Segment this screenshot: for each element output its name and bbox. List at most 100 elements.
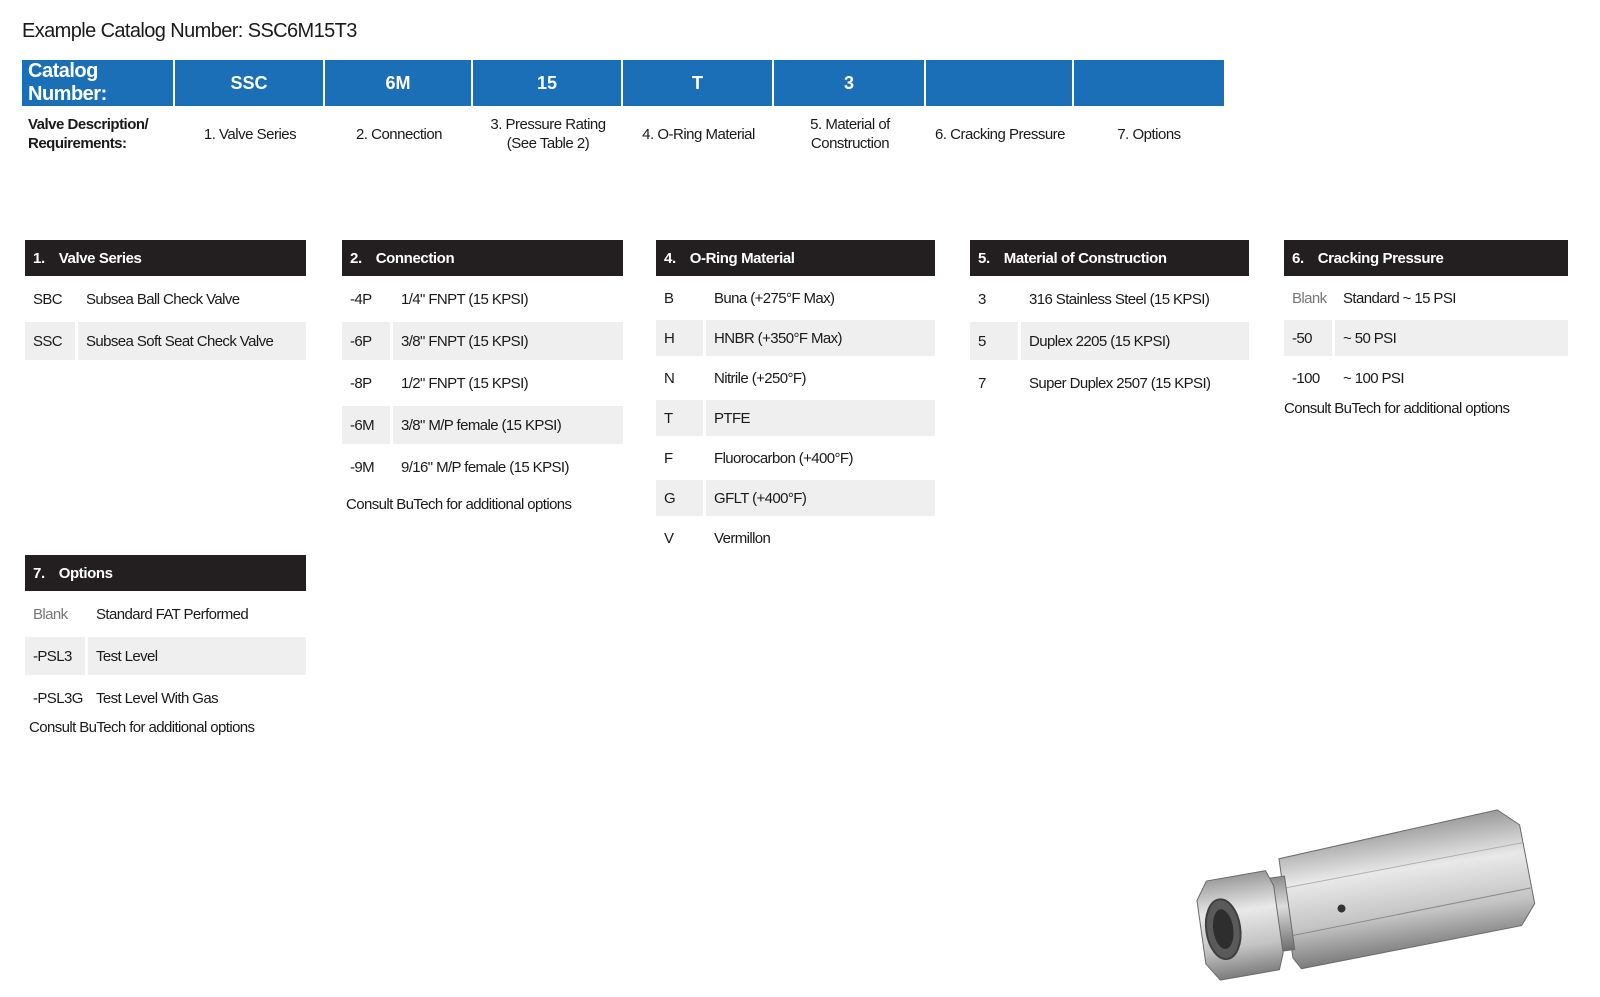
option-code: -4P [350, 290, 372, 308]
table-row: G GFLT (+400°F) [656, 480, 935, 516]
check-valve-product-image [1190, 805, 1570, 990]
option-description: Nitrile (+250°F) [714, 369, 806, 387]
table-row: 5 Duplex 2205 (15 KPSI) [970, 322, 1249, 360]
table-row: N Nitrile (+250°F) [656, 360, 935, 396]
table-row: -6P 3/8" FNPT (15 KPSI) [342, 322, 623, 360]
table-row: -8P 1/2" FNPT (15 KPSI) [342, 364, 623, 402]
option-code: T [656, 400, 703, 436]
table-row: 7 Super Duplex 2507 (15 KPSI) [970, 364, 1249, 402]
option-description: Standard ~ 15 PSI [1343, 289, 1456, 307]
option-description: Fluorocarbon (+400°F) [714, 449, 853, 467]
option-code: Blank [33, 605, 68, 623]
material-table: 5. Material of Construction 3 316 Stainl… [970, 240, 1249, 402]
option-code: -8P [350, 374, 372, 392]
option-code: H [656, 320, 703, 356]
option-code: -6P [342, 322, 390, 360]
table-row: 3 316 Stainless Steel (15 KPSI) [970, 280, 1249, 318]
table-title: Cracking Pressure [1317, 249, 1444, 267]
table-header: 6. Cracking Pressure [1284, 240, 1568, 276]
option-description: HNBR (+350°F Max) [706, 320, 935, 356]
catalog-number-row: Catalog Number: SSC 6M 15 T 3 [22, 60, 1224, 106]
option-description: Subsea Ball Check Valve [86, 290, 240, 308]
catalog-cell-cracking [926, 60, 1074, 106]
table-header: 2. Connection [342, 240, 623, 276]
option-code: -6M [342, 406, 390, 444]
option-code: N [664, 369, 675, 387]
table-row: -9M 9/16" M/P female (15 KPSI) [342, 448, 623, 486]
table-header: 1. Valve Series [25, 240, 306, 276]
catalog-cell-oring: T [623, 60, 774, 106]
table-row: T PTFE [656, 400, 935, 436]
table-header: 5. Material of Construction [970, 240, 1249, 276]
option-description: 3/8" FNPT (15 KPSI) [393, 322, 623, 360]
cracking-pressure-table: 6. Cracking Pressure Blank Standard ~ 15… [1284, 240, 1568, 417]
description-material: 5. Material of Construction [810, 116, 890, 152]
table-row: -100 ~ 100 PSI [1284, 360, 1568, 396]
consult-note: Consult BuTech for additional options [1284, 400, 1510, 417]
table-row: Blank Standard FAT Performed [25, 595, 306, 633]
table-row: V Vermillon [656, 520, 935, 556]
option-code: -50 [1284, 320, 1332, 356]
oring-material-table: 4. O-Ring Material B Buna (+275°F Max) H… [656, 240, 935, 556]
option-code: F [664, 449, 673, 467]
option-description: 9/16" M/P female (15 KPSI) [401, 458, 569, 476]
table-number: 1. [33, 249, 45, 267]
description-cracking: 6. Cracking Pressure [934, 125, 1066, 143]
table-header: 7. Options [25, 555, 306, 591]
description-row: Valve Description/ Requirements: 1. Valv… [22, 113, 1224, 155]
table-row: B Buna (+275°F Max) [656, 280, 935, 316]
consult-note: Consult BuTech for additional options [29, 719, 255, 736]
table-row: -50 ~ 50 PSI [1284, 320, 1568, 356]
connection-table: 2. Connection -4P 1/4" FNPT (15 KPSI) -6… [342, 240, 623, 513]
option-code: SSC [25, 322, 75, 360]
valve-series-table: 1. Valve Series SBC Subsea Ball Check Va… [25, 240, 306, 360]
option-code: -PSL3G [33, 689, 83, 707]
table-title: Options [58, 564, 113, 582]
option-description: 1/4" FNPT (15 KPSI) [401, 290, 529, 308]
option-description: PTFE [706, 400, 935, 436]
table-row: Blank Standard ~ 15 PSI [1284, 280, 1568, 316]
example-catalog-title: Example Catalog Number: SSC6M15T3 [22, 20, 357, 42]
table-title: O-Ring Material [689, 249, 795, 267]
table-number: 2. [350, 249, 362, 267]
option-code: 5 [970, 322, 1018, 360]
option-description: 316 Stainless Steel (15 KPSI) [1029, 290, 1210, 308]
table-title: Material of Construction [1003, 249, 1167, 267]
option-code: V [664, 529, 674, 547]
description-connection: 2. Connection [355, 125, 443, 143]
table-header: 4. O-Ring Material [656, 240, 935, 276]
catalog-number-label: Catalog Number: [22, 60, 175, 106]
option-code: -9M [350, 458, 375, 476]
catalog-cell-options [1074, 60, 1224, 106]
option-description: Test Level [88, 637, 306, 675]
check-valve-illustration [1196, 809, 1536, 981]
catalog-cell-series: SSC [175, 60, 325, 106]
table-title: Valve Series [58, 249, 142, 267]
catalog-cell-material: 3 [774, 60, 926, 106]
description-label: Valve Description/ Requirements: [28, 116, 149, 152]
option-description: ~ 100 PSI [1343, 369, 1405, 387]
table-row: -PSL3 Test Level [25, 637, 306, 675]
consult-note: Consult BuTech for additional options [346, 496, 572, 513]
option-code: 3 [978, 290, 986, 308]
table-title: Connection [375, 249, 455, 267]
catalog-cell-pressure: 15 [473, 60, 623, 106]
description-oring: 4. O-Ring Material [642, 125, 755, 143]
option-description: GFLT (+400°F) [706, 480, 935, 516]
option-description: Super Duplex 2507 (15 KPSI) [1029, 374, 1211, 392]
description-options: 7. Options [1117, 125, 1181, 143]
table-row: F Fluorocarbon (+400°F) [656, 440, 935, 476]
options-table: 7. Options Blank Standard FAT Performed … [25, 555, 306, 736]
option-code: Blank [1292, 289, 1327, 307]
table-row: -4P 1/4" FNPT (15 KPSI) [342, 280, 623, 318]
table-number: 4. [664, 249, 676, 267]
option-code: -100 [1292, 369, 1320, 387]
option-code: SBC [33, 290, 63, 308]
option-description: Standard FAT Performed [96, 605, 249, 623]
table-row: -6M 3/8" M/P female (15 KPSI) [342, 406, 623, 444]
option-code: 7 [978, 374, 986, 392]
option-code: G [656, 480, 703, 516]
option-description: ~ 50 PSI [1335, 320, 1568, 356]
table-row: H HNBR (+350°F Max) [656, 320, 935, 356]
option-description: Vermillon [714, 529, 771, 547]
